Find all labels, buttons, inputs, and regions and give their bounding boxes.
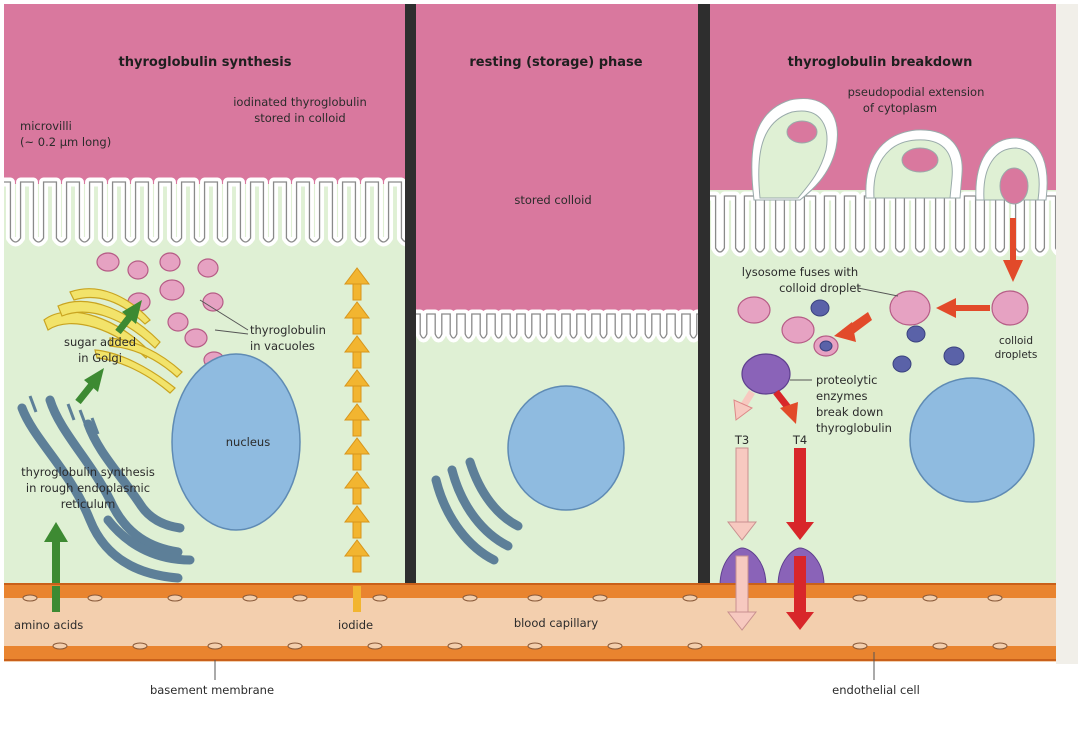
label-droplets-1: colloid [999, 335, 1033, 347]
label-stored-colloid: stored colloid [514, 193, 591, 207]
label-droplets-2: droplets [995, 349, 1038, 361]
divider-1 [405, 4, 416, 588]
label-enzymes-2: enzymes [816, 389, 867, 403]
colloid-1 [4, 4, 405, 184]
label-sugar-2: in Golgi [78, 351, 122, 365]
panel-resting [416, 4, 698, 585]
label-enzymes-3: break down [816, 405, 883, 419]
nucleus-3 [910, 378, 1034, 502]
label-iodide: iodide [338, 618, 373, 632]
label-enzymes-1: proteolytic [816, 373, 877, 387]
label-sugar-1: sugar added [64, 335, 136, 349]
label-t3: T3 [734, 433, 749, 447]
divider-2 [698, 4, 710, 588]
label-enzymes-4: thyroglobulin [816, 421, 892, 435]
label-vacuoles-1: thyroglobulin [250, 323, 326, 337]
label-nucleus: nucleus [226, 435, 270, 449]
microvilli-border-2 [416, 314, 698, 338]
page-edge [1056, 4, 1078, 664]
label-basement-membrane: basement membrane [150, 683, 274, 697]
label-lysosome-2: colloid droplet [779, 281, 861, 295]
label-t4: T4 [792, 433, 807, 447]
label-endothelial-cell: endothelial cell [832, 683, 920, 697]
label-microvilli-2: (~ 0.2 μm long) [20, 135, 111, 149]
nucleus-2 [508, 386, 624, 510]
label-blood-capillary: blood capillary [514, 616, 599, 630]
label-rer-1: thyroglobulin synthesis [21, 465, 155, 479]
label-iodinated-2: stored in colloid [254, 111, 345, 125]
title-breakdown: thyroglobulin breakdown [788, 55, 973, 70]
label-rer-2: in rough endoplasmic [26, 481, 150, 495]
phagolysosome [742, 354, 790, 394]
colloid-2 [416, 4, 698, 316]
label-lysosome-1: lysosome fuses with [742, 265, 858, 279]
label-vacuoles-2: in vacuoles [250, 339, 315, 353]
label-iodinated-1: iodinated thyroglobulin [233, 95, 367, 109]
label-rer-3: reticulum [61, 497, 116, 511]
label-microvilli-1: microvilli [20, 119, 72, 133]
label-pseudopod-1: pseudopodial extension [848, 85, 985, 99]
title-synthesis: thyroglobulin synthesis [119, 55, 292, 70]
label-amino-acids: amino acids [14, 618, 83, 632]
label-pseudopod-2: of cytoplasm [863, 101, 937, 115]
title-resting: resting (storage) phase [469, 55, 642, 70]
